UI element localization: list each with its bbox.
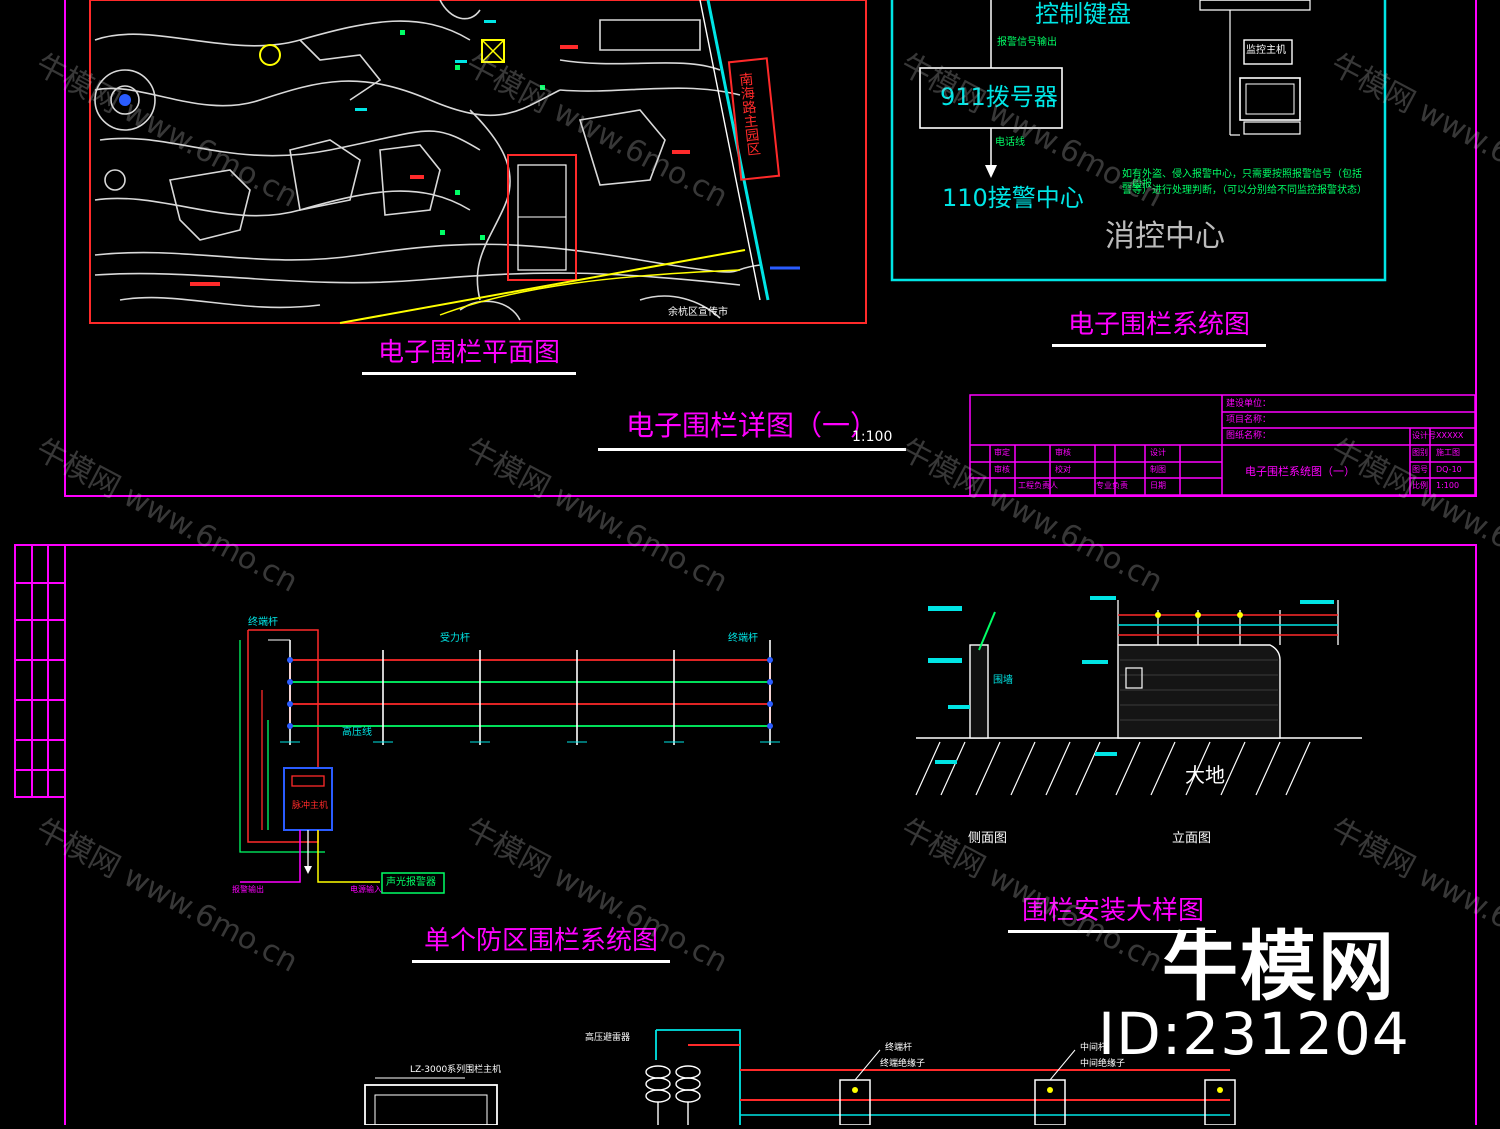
fire-center-label: 消控中心 (1105, 219, 1225, 254)
plan-bottom-text: 余杭区宣传市 (668, 307, 728, 318)
host-label: 监控主机 (1246, 45, 1286, 56)
lower-terminal-label: 终端杆 (885, 1043, 913, 1053)
install-title: 围栏安装大样图 (1008, 898, 1217, 933)
bottom-sheet-frame (14, 544, 1477, 1125)
top-sheet-frame (64, 0, 1477, 497)
lower-host-label: LZ-3000系列围栏主机 (410, 1065, 502, 1075)
keyboard-label: 控制键盘 (1035, 0, 1131, 28)
tb-sign-2-2: 制图 (1150, 465, 1166, 474)
tb-sign-2-0: 审核 (994, 465, 1010, 474)
single-out-1: 报警输出 (232, 885, 264, 894)
site-plan (89, 0, 867, 324)
scale-label: 1:100 (852, 429, 893, 445)
single-terminal-label: 终端杆 (248, 617, 278, 628)
tb-right-value-1: 施工图 (1436, 448, 1460, 457)
tb-right-label-3: 比例 (1412, 481, 1428, 490)
tb-right-value-2: DQ-10 (1436, 465, 1462, 474)
install-ground-label: 大地 (1185, 763, 1225, 787)
install-section-label: 侧面图 (968, 831, 1008, 846)
lower-insulator-label: 终端绝缘子 (880, 1059, 926, 1069)
install-elevation-label: 立面图 (1172, 831, 1212, 846)
dialer-label: 911拨号器 (940, 83, 1058, 111)
tb-field-3: 图纸名称： (1226, 431, 1272, 441)
tb-right-label-2: 图号 (1412, 465, 1428, 474)
install-detail (915, 596, 1362, 796)
plan-title: 电子围栏平面图 (362, 340, 577, 375)
tb-field-1: 建设单位： (1226, 399, 1272, 409)
lower-arrester-label: 高压避雷器 (585, 1033, 631, 1043)
single-zone-fence (239, 629, 780, 894)
tb-sign-3-1: 专业负责 (1096, 481, 1128, 490)
tb-sign-3-0: 工程负责人 (1018, 481, 1058, 490)
keyboard-note: 报警信号输出 (997, 37, 1057, 48)
single-hv-label: 高压线 (342, 727, 372, 738)
title-block-lines (969, 394, 1476, 496)
system-title: 电子围栏系统图 (1052, 312, 1267, 347)
install-wall-note: 围墙 (993, 675, 1013, 686)
detail-title: 电子围栏详图（一） (598, 412, 907, 451)
single-host-label: 脉冲主机 (292, 801, 329, 811)
tb-sign-2-1: 校对 (1055, 465, 1071, 474)
brand-id: ID:231204 (1098, 1000, 1410, 1068)
single-title: 单个防区围栏系统图 (412, 928, 671, 963)
single-out-2: 电源输入 (350, 885, 382, 894)
alarm-center-label: 110接警中心 (942, 184, 1084, 212)
tb-field-2: 项目名称： (1226, 415, 1272, 425)
lower-mid-insulator-label: 中间绝缘子 (1080, 1059, 1126, 1069)
tb-sign-1-0: 审定 (994, 448, 1010, 457)
green-note-1: 如有外盗、侵入报警中心，只需要按照报警信号（包括一般报 (1122, 169, 1362, 190)
tb-sign-1-1: 审核 (1055, 448, 1071, 457)
tb-sign-1-2: 设计 (1150, 448, 1166, 457)
tb-right-label-0: 设计号 (1412, 431, 1436, 440)
system-diagram (890, 0, 1387, 282)
tb-sign-3-2: 日期 (1150, 481, 1166, 490)
phone-line-label: 电话线 (995, 137, 1025, 148)
tb-right-label-1: 图别 (1412, 448, 1428, 457)
tb-drawing-name: 电子围栏系统图（一） (1245, 465, 1355, 478)
green-note-2: 警等）进行处理判断，（可以分别给不同监控报警状态） (1122, 185, 1367, 196)
tb-right-value-0: XXXXX (1436, 431, 1464, 440)
single-alarm-label: 声光报警器 (386, 877, 436, 888)
tb-right-value-3: 1:100 (1436, 481, 1460, 490)
brand-name: 牛模网 (1162, 922, 1396, 1011)
single-end-label: 终端杆 (728, 633, 758, 644)
single-force-label: 受力杆 (440, 633, 470, 644)
lower-mid-pole-label: 中间杆 (1080, 1043, 1108, 1053)
